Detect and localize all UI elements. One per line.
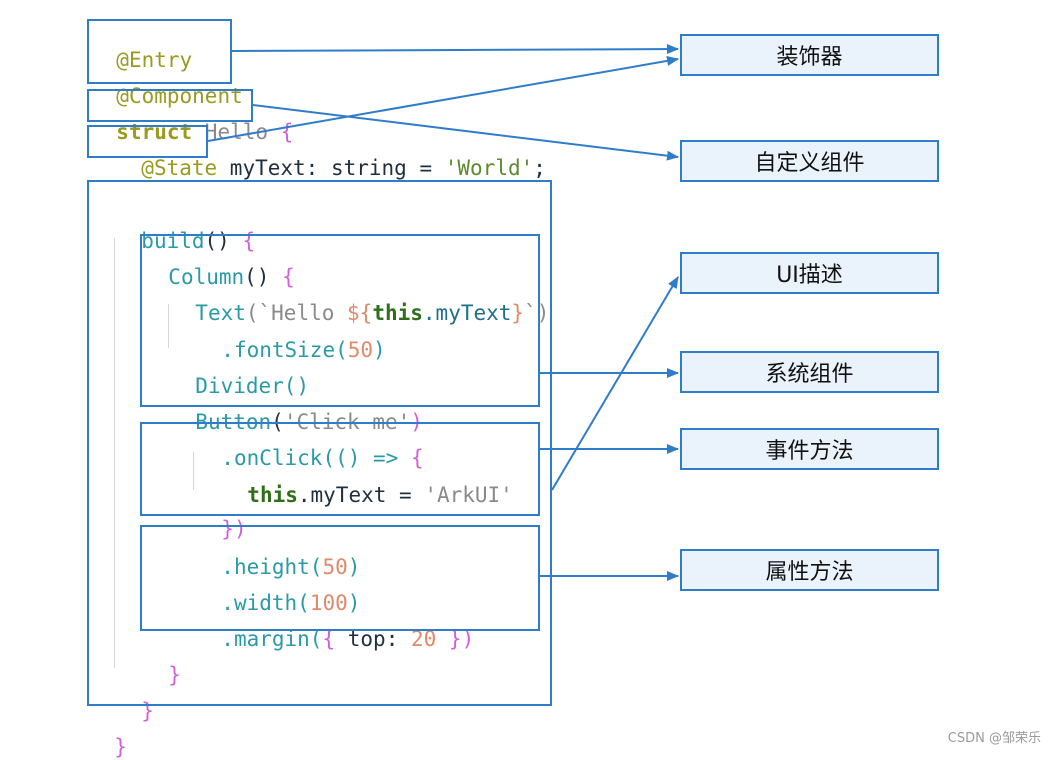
state-var: myText: (217, 156, 331, 180)
height-method: .height( (221, 555, 323, 579)
assign-value: 'ArkUI' (424, 483, 513, 507)
code-line-close-struct: } (89, 708, 127, 760)
code-line-state: @State myText: string = 'World'; (116, 129, 546, 181)
code-line-text: Text(`Hello ${this.myText}`) (170, 274, 549, 326)
arrow-decorator-box (231, 44, 679, 55)
assign-prop: .myText (297, 483, 387, 507)
code-line-margin: .margin({ top: 20 }) (196, 600, 474, 652)
state-value: 'World' (444, 156, 534, 180)
column-parens: () (244, 265, 283, 289)
code-line-width: .width(100) (196, 564, 360, 616)
struct-close: } (114, 735, 127, 759)
fontsize-method: .fontSize( (221, 338, 348, 362)
arrow-state-to-decorator (207, 55, 679, 142)
code-line-height: .height(50) (196, 528, 360, 580)
component-decorator: @Component (116, 84, 243, 108)
code-line-onclick: .onClick(() => { (196, 419, 424, 471)
text-open: (`Hello (245, 301, 348, 325)
margin-key: top (347, 627, 386, 651)
margin-brace-open: { (322, 627, 348, 651)
text-this: this (372, 301, 423, 325)
assign-this: this (247, 483, 298, 507)
text-interp-open: ${ (347, 301, 373, 325)
code-line-fontsize: .fontSize(50) (196, 311, 386, 363)
indent-guide-column (168, 304, 169, 348)
label-system-component: 系统组件 (680, 351, 939, 393)
watermark: CSDN @邹荣乐 (947, 731, 1041, 746)
indent-guide-build (114, 238, 115, 668)
build-fn: build (141, 229, 205, 253)
text-fn: Text (195, 301, 246, 325)
onclick-method: .onClick( (221, 446, 336, 470)
text-prop: .myText (422, 301, 512, 325)
margin-method: .margin( (221, 627, 323, 651)
height-close: ) (347, 555, 361, 579)
decorator-box (87, 19, 232, 84)
label-ui-desc: UI描述 (680, 252, 939, 294)
fontsize-value: 50 (347, 338, 374, 362)
label-attribute-method: 属性方法 (680, 549, 939, 591)
code-line-column: Column() { (143, 238, 295, 290)
width-value: 100 (309, 591, 348, 615)
text-close: `) (524, 301, 550, 325)
onclick-close: }) (221, 517, 247, 541)
indent-guide-onclick (193, 452, 194, 490)
code-line-close-onclick: }) (196, 490, 247, 542)
struct-keyword: struct (116, 120, 193, 144)
code-line-component: @Component (91, 57, 243, 109)
margin-colon: : (385, 627, 411, 651)
code-line-divider: Divider() (170, 347, 309, 399)
assign-eq: = (386, 483, 425, 507)
arrow-ui-desc (551, 276, 679, 491)
state-type: string (330, 156, 407, 180)
arrow-struct-to-custom (252, 104, 679, 161)
state-eq: = (406, 156, 445, 180)
height-value: 50 (322, 555, 348, 579)
onclick-brace: { (410, 446, 424, 470)
code-line-assign: this.myText = 'ArkUI' (222, 456, 513, 508)
struct-box (87, 89, 253, 122)
margin-value: 20 (410, 627, 437, 651)
width-close: ) (347, 591, 361, 615)
fontsize-close: ) (373, 338, 386, 362)
label-decorator: 装饰器 (680, 34, 939, 76)
event-method-box (140, 422, 540, 516)
state-box (87, 125, 208, 158)
label-event-method: 事件方法 (680, 428, 939, 470)
column-brace: { (282, 265, 295, 289)
state-semicolon: ; (533, 156, 546, 180)
divider-fn: Divider() (195, 374, 310, 398)
onclick-arrow: () => (335, 446, 411, 470)
column-close: } (168, 663, 181, 687)
attribute-method-box (140, 525, 540, 631)
margin-brace-close: }) (436, 627, 475, 651)
label-custom-component: 自定义组件 (680, 140, 939, 182)
entry-decorator: @Entry (116, 48, 193, 72)
build-parens: () (204, 229, 243, 253)
code-line-close-column: } (143, 636, 181, 688)
code-line-entry: @Entry (91, 21, 192, 73)
system-component-box (140, 234, 540, 407)
column-fn: Column (168, 265, 245, 289)
width-method: .width( (221, 591, 310, 615)
build-box (87, 180, 552, 706)
text-interp-close: } (511, 301, 525, 325)
state-decorator: @State (141, 156, 218, 180)
